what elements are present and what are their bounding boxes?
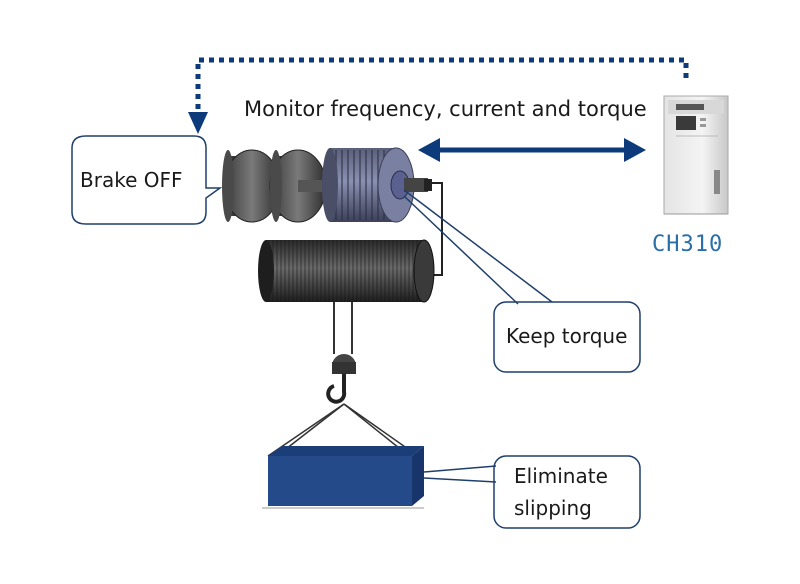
double-arrow-right-head — [624, 138, 646, 162]
winding-drum — [258, 239, 435, 303]
slip-callout-line2: slipping — [514, 496, 592, 520]
callout-torque — [403, 189, 641, 373]
shaft-1 — [298, 180, 328, 192]
monitor-label: Monitor frequency, current and torque — [244, 97, 647, 121]
feedback-arrowhead — [188, 112, 208, 134]
brake-callout-text: Brake OFF — [80, 168, 183, 192]
load-box — [262, 446, 424, 509]
motor — [322, 147, 432, 223]
slip-callout-line1: Eliminate — [514, 464, 608, 488]
inverter-model-label: CH310 — [652, 232, 724, 257]
drive-belt — [432, 182, 443, 276]
callout-brake — [71, 135, 223, 225]
double-arrow-left-head — [418, 138, 440, 162]
hook — [326, 354, 356, 404]
brake-disc-1 — [222, 149, 281, 223]
inverter-ch310 — [663, 95, 729, 215]
torque-callout-text: Keep torque — [506, 324, 628, 348]
callout-slip — [423, 455, 641, 529]
feedback-dotted-line — [195, 57, 689, 118]
